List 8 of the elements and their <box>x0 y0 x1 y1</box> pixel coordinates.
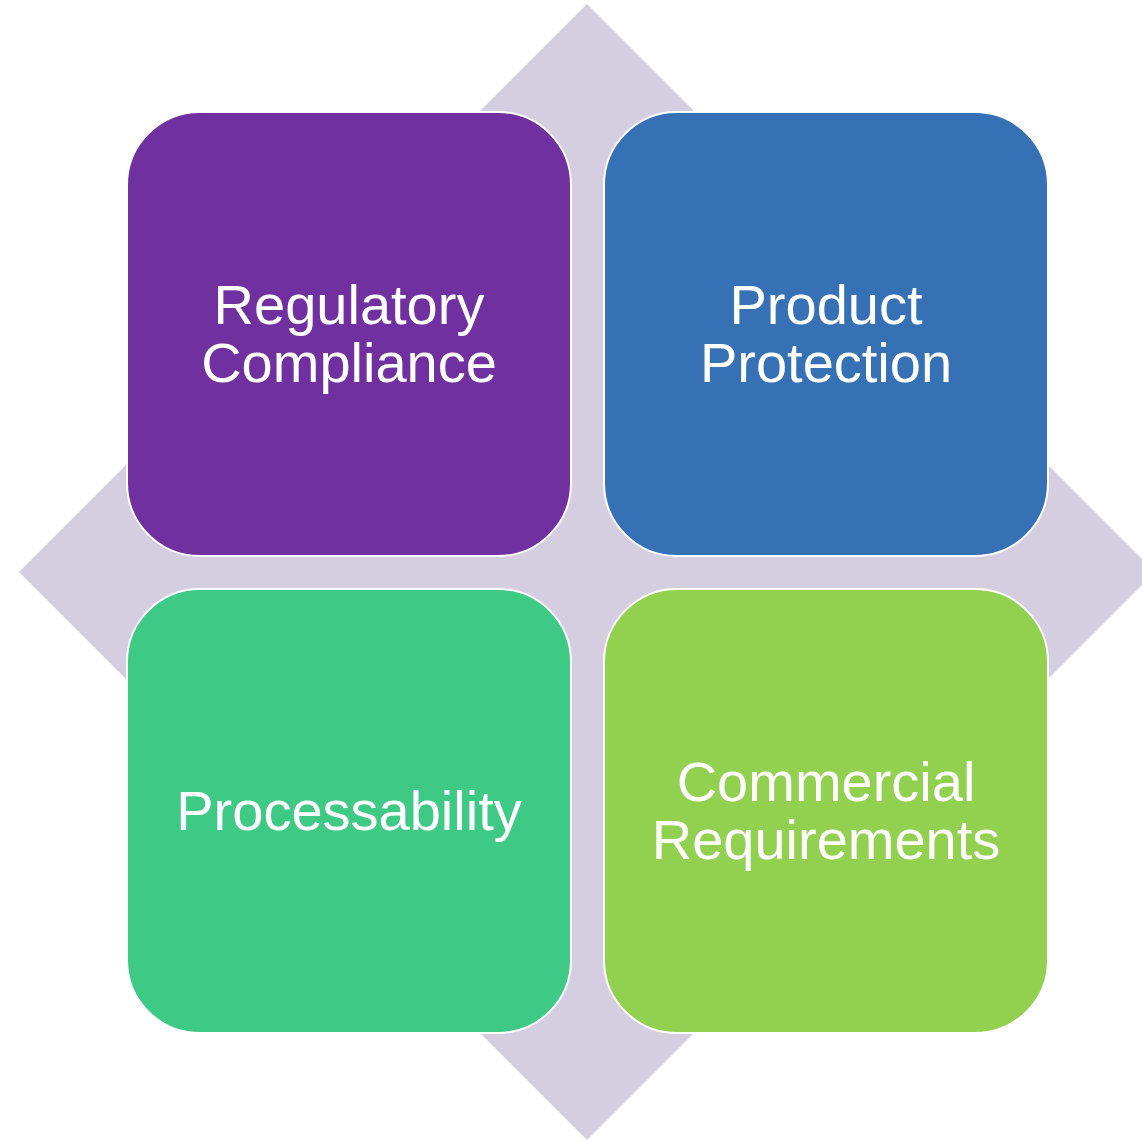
box-label: Processability <box>175 782 523 840</box>
box-label: Product Protection <box>698 276 954 392</box>
rounded-box <box>603 111 1049 557</box>
box-label: Commercial Requirements <box>650 753 1002 869</box>
rounded-box <box>126 111 572 557</box>
rounded-box <box>603 588 1049 1034</box>
box-label: Regulatory Compliance <box>200 276 498 392</box>
rounded-box <box>126 588 572 1034</box>
